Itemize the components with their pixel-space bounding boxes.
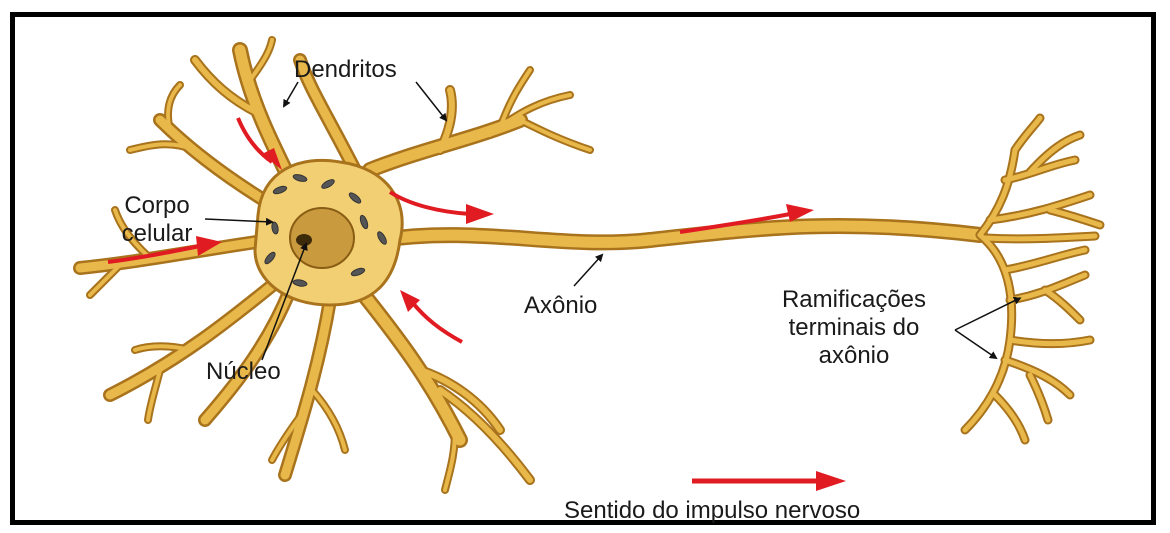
label-cell-body-line1: Corpo bbox=[108, 192, 206, 220]
label-axon-terminals-line2: terminais do bbox=[754, 314, 954, 342]
label-nucleus: Núcleo bbox=[206, 358, 281, 386]
legend-label: Sentido do impulso nervoso bbox=[564, 497, 860, 525]
legend-arrow bbox=[692, 471, 846, 491]
label-axon-terminals: Ramificações terminais do axônio bbox=[754, 286, 954, 370]
label-axon: Axônio bbox=[524, 292, 597, 320]
axon bbox=[380, 226, 980, 242]
cell-body bbox=[255, 160, 402, 305]
label-axon-terminals-line1: Ramificações bbox=[754, 286, 954, 314]
label-axon-terminals-line3: axônio bbox=[754, 342, 954, 370]
label-cell-body: Corpo celular bbox=[108, 192, 206, 248]
label-cell-body-line2: celular bbox=[108, 220, 206, 248]
axon-terminals bbox=[965, 118, 1100, 440]
label-dendrites: Dendritos bbox=[294, 56, 397, 84]
impulse-arrow-dendrite-right bbox=[390, 192, 494, 224]
impulse-arrow-dendrite-bottom bbox=[400, 290, 462, 342]
